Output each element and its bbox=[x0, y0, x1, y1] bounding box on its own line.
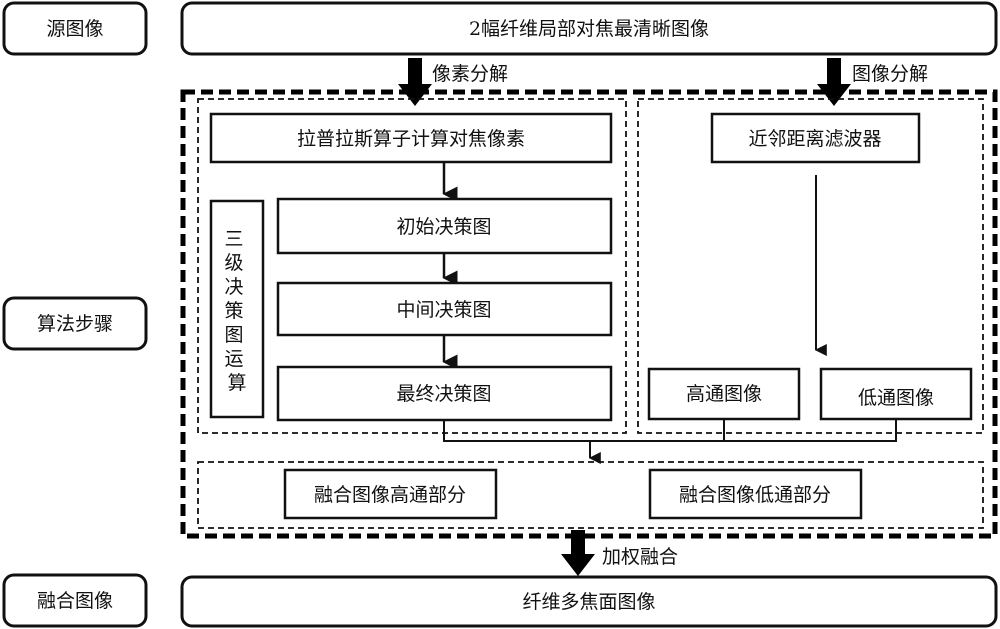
left-label-algorithm: 算法步骤 bbox=[2, 296, 148, 351]
final-decision-text: 最终决策图 bbox=[396, 383, 491, 405]
laplacian-text: 拉普拉斯算子计算对焦像素 bbox=[297, 128, 525, 150]
filter-box: 近邻距离滤波器 bbox=[710, 112, 921, 164]
fusion-high-text: 融合图像高通部分 bbox=[314, 484, 466, 506]
algorithm-container bbox=[180, 89, 998, 539]
high-pass-text: 高通图像 bbox=[686, 383, 762, 405]
source-box-text: 2幅纤维局部对焦最清晰图像 bbox=[469, 18, 709, 40]
pixel-decomp-arrow: 像素分解 bbox=[398, 58, 508, 106]
image-decomp-label: 图像分解 bbox=[852, 63, 928, 85]
low-pass-text: 低通图像 bbox=[858, 387, 934, 409]
left-branch-container bbox=[197, 98, 627, 434]
initial-decision-box: 初始决策图 bbox=[276, 197, 613, 255]
final-decision-box: 最终决策图 bbox=[276, 365, 613, 422]
high-pass-box: 高通图像 bbox=[647, 367, 801, 421]
initial-decision-text: 初始决策图 bbox=[396, 216, 491, 238]
left-label-fused: 融合图像 bbox=[2, 573, 148, 628]
left-label-source: 源图像 bbox=[2, 1, 148, 56]
weighted-fusion-arrow: 加权融合 bbox=[561, 530, 678, 576]
fusion-high-box: 融合图像高通部分 bbox=[283, 468, 498, 520]
left-label-source-text: 源图像 bbox=[46, 18, 103, 40]
pixel-decomp-label: 像素分解 bbox=[432, 63, 508, 85]
three-level-text: 三 级 决 策 图 运 算 bbox=[224, 228, 249, 394]
filter-text: 近邻距离滤波器 bbox=[748, 128, 881, 150]
low-pass-box: 低通图像 bbox=[819, 367, 973, 421]
left-label-fused-text: 融合图像 bbox=[37, 590, 113, 612]
right-branch-container bbox=[637, 98, 984, 434]
merge-connector bbox=[443, 419, 897, 464]
output-box: 纤维多焦面图像 bbox=[180, 575, 998, 628]
three-level-label: 三 级 决 策 图 运 算 bbox=[209, 199, 265, 419]
weighted-fusion-label: 加权融合 bbox=[602, 546, 678, 568]
fusion-low-box: 融合图像低通部分 bbox=[648, 468, 863, 520]
middle-decision-box: 中间决策图 bbox=[276, 281, 613, 337]
middle-decision-text: 中间决策图 bbox=[396, 299, 491, 321]
laplacian-box: 拉普拉斯算子计算对焦像素 bbox=[209, 112, 613, 164]
source-box: 2幅纤维局部对焦最清晰图像 bbox=[180, 1, 998, 56]
left-label-algorithm-text: 算法步骤 bbox=[37, 313, 113, 335]
output-box-text: 纤维多焦面图像 bbox=[522, 591, 655, 613]
fusion-low-text: 融合图像低通部分 bbox=[679, 484, 831, 506]
